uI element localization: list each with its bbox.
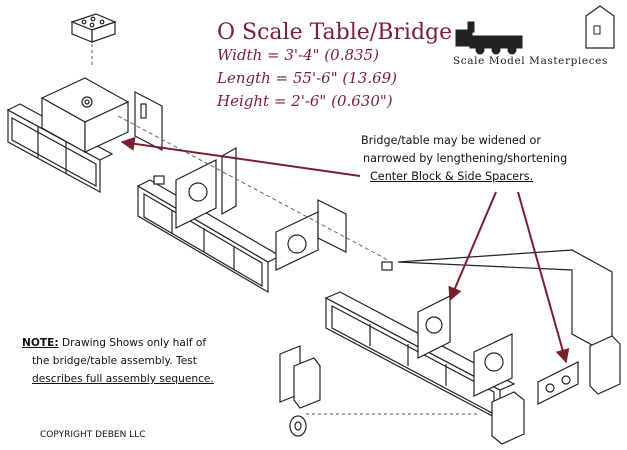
- side-spacer-module: [136, 146, 347, 294]
- height-spec: Height = 2'-6" (0.630"): [217, 92, 393, 110]
- note-text-1: Drawing Shows only half of: [58, 337, 207, 349]
- connector-block-part: [70, 13, 117, 43]
- note-label: NOTE:: [22, 337, 59, 349]
- end-section-module: [324, 249, 621, 445]
- note-line-3: describes full assembly sequence.: [32, 373, 214, 385]
- note-line-2: the bridge/table assembly. Test: [32, 355, 197, 367]
- copyright-text: COPYRIGHT DEBEN LLC: [40, 430, 146, 440]
- end-bracket-part: [279, 345, 321, 409]
- callout-arrows: [120, 136, 570, 364]
- callout-line-1: Bridge/table may be widened or: [361, 134, 541, 147]
- steam-locomotive-and-station-icon: [455, 5, 615, 55]
- logo-name: Scale Model Masterpieces: [453, 55, 608, 67]
- width-spec: Width = 3'-4" (0.835): [217, 46, 379, 64]
- callout-line-2: narrowed by lengthening/shortening: [363, 152, 568, 165]
- callout-line-3: Center Block & Side Spacers.: [370, 170, 534, 183]
- page-title: O Scale Table/Bridge: [217, 20, 453, 45]
- center-block-module: [6, 77, 163, 194]
- length-spec: Length = 55'-6" (13.69): [217, 69, 398, 87]
- assembly-guide-line: [117, 115, 389, 261]
- note-line-1: NOTE: Drawing Shows only half of: [22, 334, 206, 352]
- end-cap-part: [289, 415, 307, 437]
